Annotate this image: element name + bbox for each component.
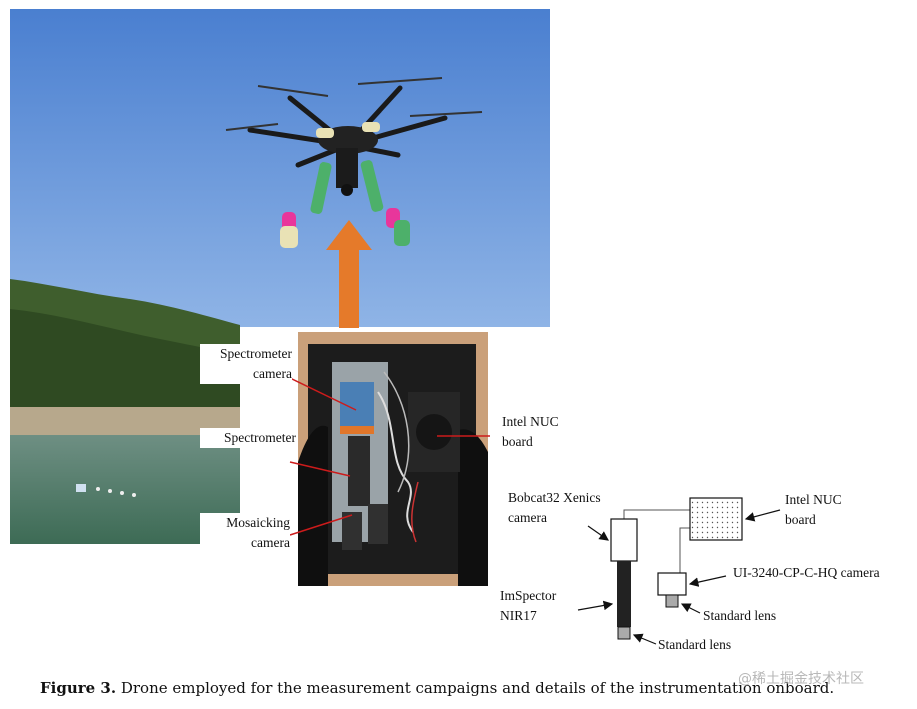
label-standard-lens-2: Standard lens xyxy=(658,637,732,652)
imspector-tube xyxy=(617,561,631,627)
label-imspector: ImSpector NIR17 xyxy=(500,588,557,623)
connector-bobcat-nuc xyxy=(623,509,690,519)
nuc-board-box xyxy=(689,497,743,541)
bobcat-camera-box xyxy=(610,518,638,562)
figure-caption-text: Drone employed for the measurement campa… xyxy=(120,679,835,697)
figure-caption-prefix: Figure 3. xyxy=(40,679,117,697)
figure-caption: Figure 3. Drone employed for the measure… xyxy=(40,679,834,697)
label-ui-camera: UI-3240-CP-C-HQ camera xyxy=(733,565,880,580)
up-arrow-icon xyxy=(326,220,372,328)
annotation-line-spectrometer-camera xyxy=(289,377,357,411)
drone xyxy=(220,70,490,260)
annotation-line-mosaicking xyxy=(289,514,353,536)
arrow-nuc xyxy=(744,509,781,522)
label-standard-lens-1: Standard lens xyxy=(703,608,777,623)
arrow-ui-camera xyxy=(688,575,727,587)
arrow-lens-2 xyxy=(632,633,657,645)
arrow-imspector xyxy=(577,600,614,611)
standard-lens-1-box xyxy=(665,594,679,608)
annotation-line-spectrometer xyxy=(289,461,351,477)
label-bobcat-camera: Bobcat32 Xenics camera xyxy=(508,490,601,525)
drone-photo xyxy=(10,9,550,544)
arrow-bobcat xyxy=(587,525,609,541)
connector-ui-nuc xyxy=(679,527,690,573)
label-mosaicking-camera: Mosaicking camera xyxy=(200,513,290,553)
ui-camera-box xyxy=(657,572,687,596)
standard-lens-2-box xyxy=(617,626,631,640)
label-intel-nuc-diagram: Intel NUC board xyxy=(785,492,842,527)
label-spectrometer: Spectrometer xyxy=(200,428,296,448)
label-intel-nuc-photo: Intel NUC board xyxy=(502,414,559,449)
watermark: @稀土掘金技术社区 xyxy=(738,671,864,687)
instrumentation-photo xyxy=(298,332,488,586)
label-spectrometer-camera: Spectrometer camera xyxy=(200,344,292,384)
arrow-lens-1 xyxy=(680,603,701,614)
